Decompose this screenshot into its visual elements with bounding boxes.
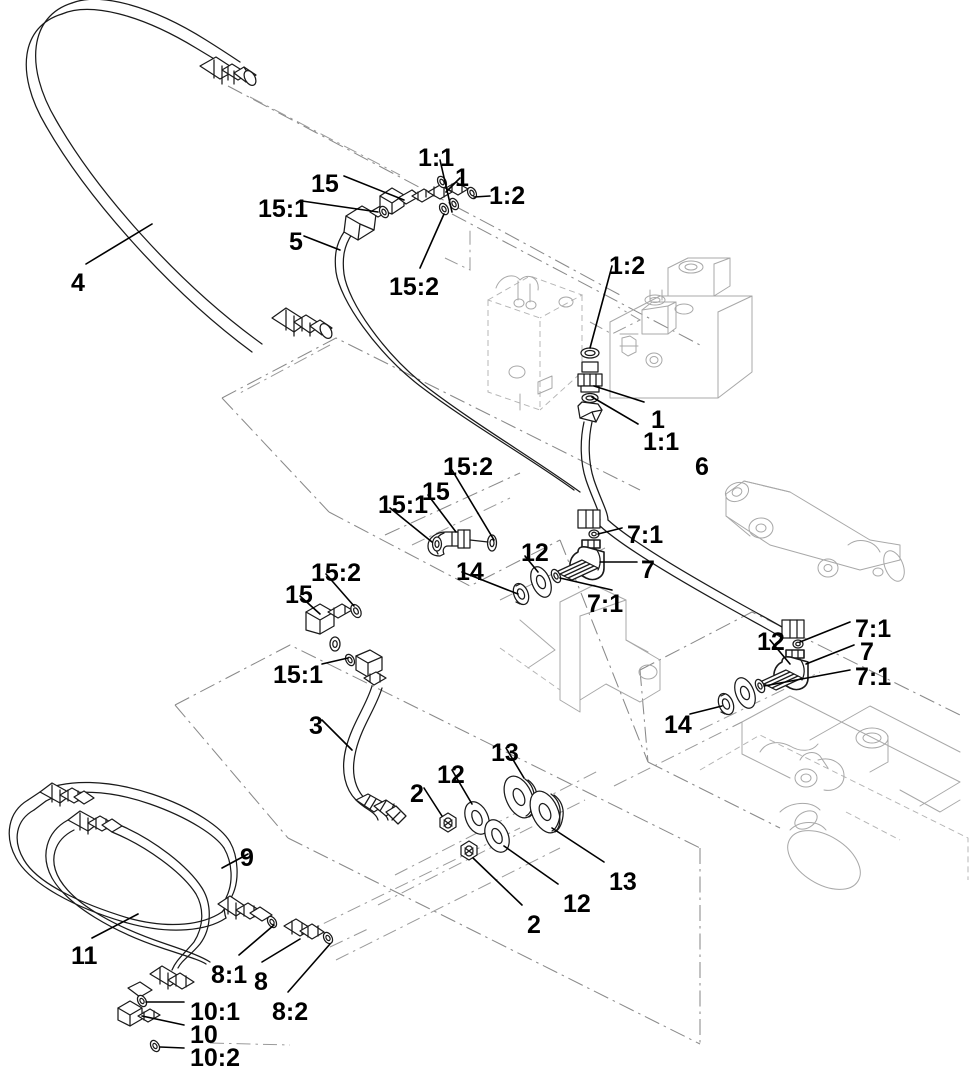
hose-4-lower-fitting <box>271 307 333 339</box>
hose-4 <box>25 0 333 353</box>
ghost-valve-block-left <box>487 275 584 411</box>
ghost-machine-parts <box>487 257 969 890</box>
nut-2-a <box>439 812 457 833</box>
nut-2-b <box>460 840 478 861</box>
washer-12-a <box>464 801 490 835</box>
elbow-7-middle <box>512 509 605 606</box>
hose-4-upper-fitting <box>199 56 257 86</box>
hose-11-top-fitting <box>67 810 123 835</box>
hose-9-top-fitting <box>39 782 95 807</box>
ghost-valve-block-right <box>609 257 753 399</box>
washer-13-b <box>529 790 564 834</box>
elbow-15-lower-hose-3 <box>305 603 407 825</box>
ghost-chassis-right <box>699 695 969 890</box>
adapter-1-valve <box>577 347 609 521</box>
elbow-15-middle <box>427 529 498 557</box>
washer-12-b <box>484 819 510 853</box>
hose-11-end-fitting <box>117 965 195 1053</box>
leader-lines <box>85 159 855 1049</box>
tube-5-assembly <box>334 175 581 493</box>
hose-9-end-fitting <box>217 895 334 945</box>
ghost-cylinder-6 <box>724 480 905 582</box>
hoses-9-11 <box>8 781 334 1053</box>
hardware-cluster-bottom <box>439 775 564 861</box>
ghost-bracket <box>499 584 661 713</box>
